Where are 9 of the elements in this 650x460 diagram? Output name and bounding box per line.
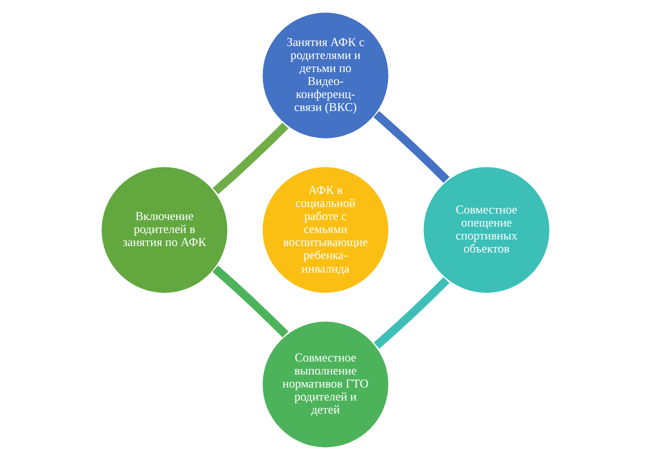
node-circle: Совместное выполнение нормативов ГТО родителей и детей: [260, 320, 390, 450]
connector: [373, 277, 449, 349]
node-circle: Совместное опещение спортивных объектов: [421, 165, 551, 295]
connector: [212, 122, 288, 194]
node-circle: Занятия АФК с родителями и детьми по Видео-конференц-связи (ВКС): [260, 10, 390, 140]
connector: [212, 266, 288, 338]
connector: [373, 111, 449, 183]
node-circle: Включение родителей в занятия по АФК: [99, 165, 229, 295]
node-circle: АФК в социальной работе с семьями воспитывающие ребенка-инвалида: [260, 165, 390, 295]
